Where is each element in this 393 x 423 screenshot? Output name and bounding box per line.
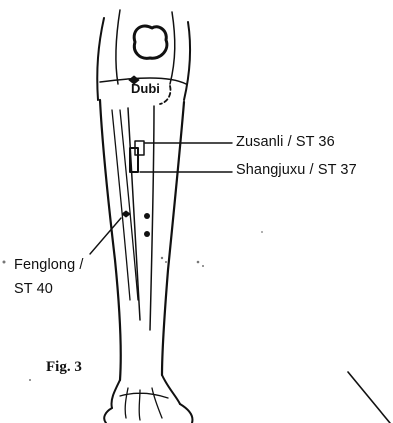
ankle-left <box>111 380 120 408</box>
thigh-outline <box>97 18 104 100</box>
knee-inner-right <box>170 12 175 84</box>
ankle-right <box>162 375 180 404</box>
knee-inner-left <box>116 10 120 84</box>
figure-caption: Fig. 3 <box>46 360 82 375</box>
label-fenglong-line2: ST 40 <box>14 282 53 297</box>
mid-point-2 <box>144 231 150 237</box>
scan-speckles <box>3 231 263 381</box>
mid-point-1 <box>144 213 150 219</box>
foot-bones <box>120 388 168 420</box>
fenglong-point <box>122 211 130 217</box>
stray-diagonal-line <box>348 372 390 423</box>
label-fenglong-line1: Fenglong / <box>14 258 84 273</box>
dubi-dashed-right <box>160 86 171 104</box>
fibula-left <box>112 110 130 300</box>
patella <box>134 26 167 58</box>
label-dubi: Dubi <box>131 82 160 95</box>
tibia-right <box>150 106 154 330</box>
thigh-outline-right <box>184 22 190 100</box>
leader-fenglong <box>90 218 121 254</box>
label-zusanli: Zusanli / ST 36 <box>236 135 335 150</box>
foot-outline <box>104 404 192 423</box>
shin-left-edge <box>100 100 121 380</box>
label-shangjuxu: Shangjuxu / ST 37 <box>236 163 357 178</box>
